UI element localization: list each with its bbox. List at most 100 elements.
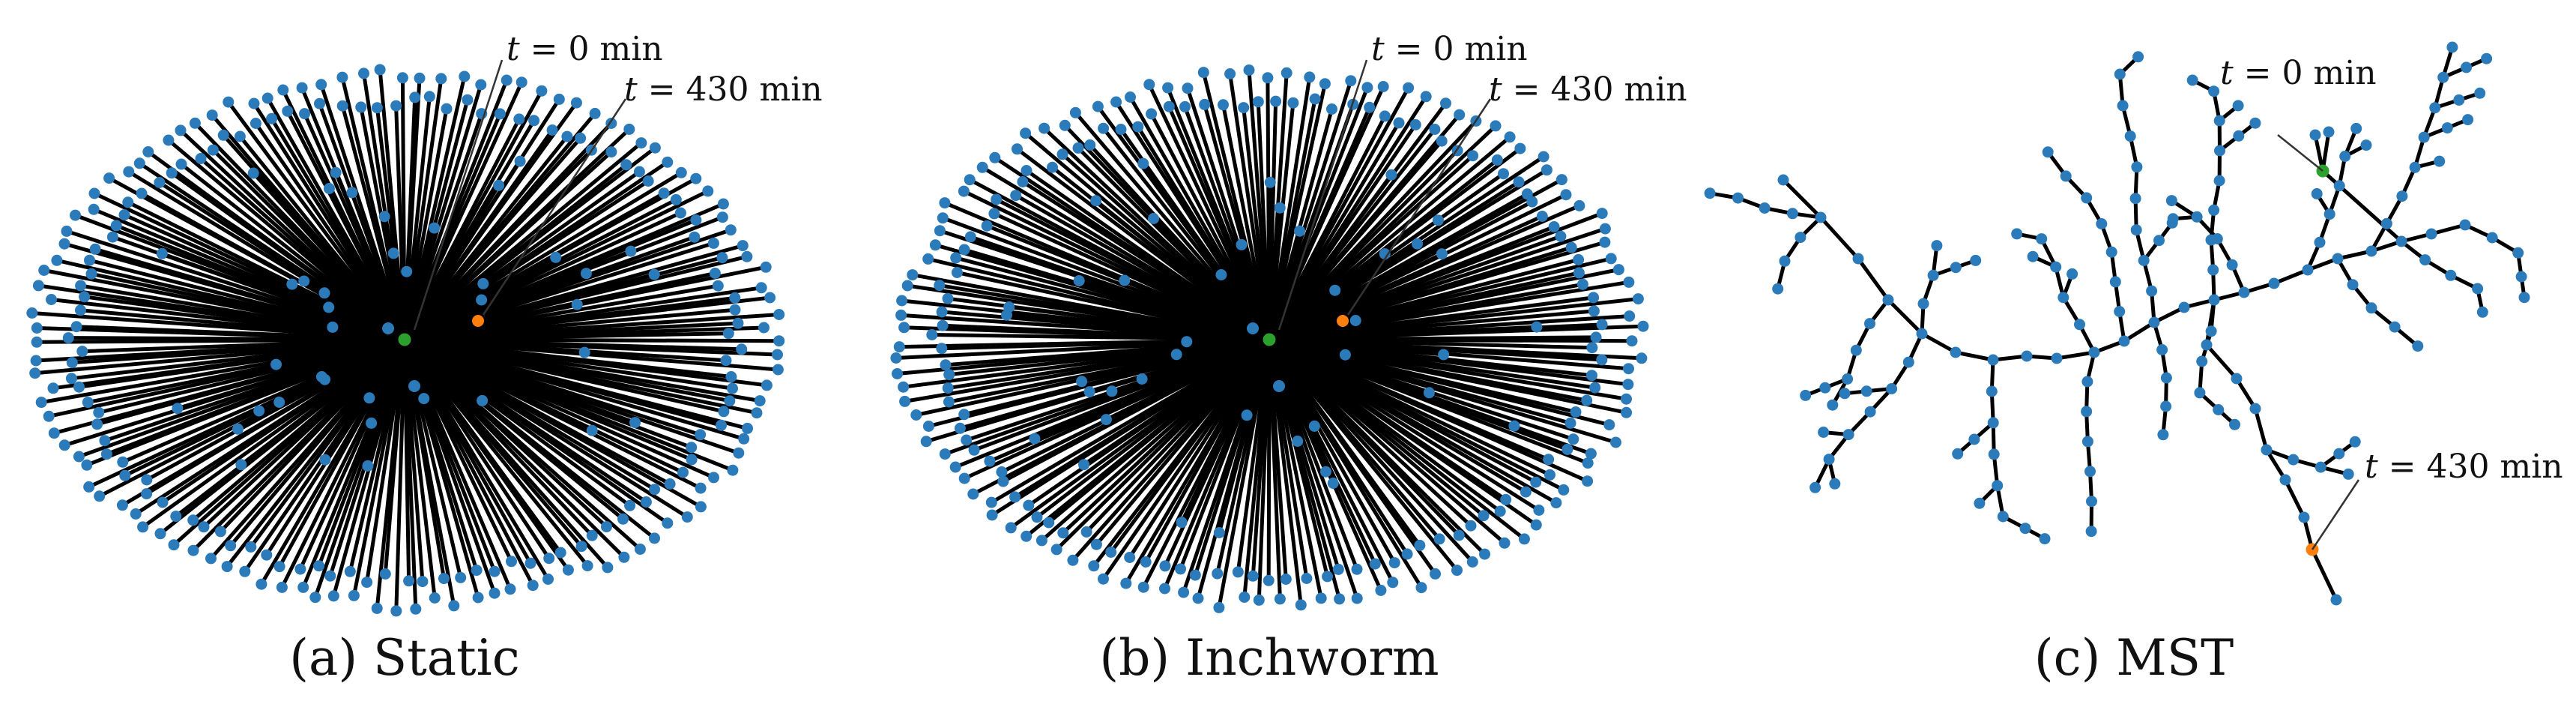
inchworm-node: [1017, 176, 1029, 187]
static-edge: [175, 337, 407, 411]
inchworm-node: [1090, 195, 1102, 207]
static-node: [755, 282, 767, 294]
static-node: [772, 364, 784, 376]
static-node: [266, 112, 278, 124]
static-node: [727, 464, 739, 476]
static-node: [35, 397, 47, 409]
static-node: [76, 346, 88, 358]
inchworm-node: [1056, 148, 1068, 160]
static-node: [154, 528, 166, 540]
inchworm-node: [1349, 315, 1361, 326]
mst-node: [2156, 344, 2168, 355]
inchworm-edge: [1267, 337, 1282, 601]
static-node: [527, 580, 539, 592]
inchworm-node: [942, 292, 954, 304]
mst-node: [2462, 114, 2474, 126]
static-node: [366, 417, 378, 429]
inchworm-node: [1189, 569, 1201, 581]
inchworm-node: [1315, 592, 1327, 604]
mst-node: [1800, 389, 1812, 401]
mst-node: [2058, 292, 2069, 304]
static-node: [718, 406, 730, 418]
leader-end-static: [482, 98, 627, 316]
mst-node: [2474, 87, 2486, 99]
inchworm-node: [1438, 349, 1450, 361]
mst-node: [1852, 253, 1864, 265]
inchworm-node: [1565, 241, 1577, 253]
static-node: [319, 454, 331, 466]
static-node: [561, 130, 573, 142]
inchworm-edge: [1092, 337, 1272, 568]
inchworm-node: [1364, 101, 1376, 113]
inchworm-edge: [1267, 337, 1446, 357]
inchworm-node: [1623, 276, 1635, 288]
inchworm-node: [1467, 150, 1479, 162]
annotation-start-static: t = 0 min: [507, 30, 663, 68]
static-edge: [133, 337, 407, 516]
inchworm-node: [1561, 443, 1573, 455]
inchworm-edge: [1267, 337, 1300, 443]
inchworm-node: [1125, 91, 1136, 103]
static-node: [640, 496, 652, 508]
inchworm-node: [1334, 593, 1346, 605]
static-node: [261, 549, 273, 561]
inchworm-node: [1178, 586, 1190, 598]
annotation-start-inchworm: t = 0 min: [1371, 30, 1528, 68]
inchworm-node: [1162, 82, 1174, 94]
inchworm-node: [1429, 124, 1441, 135]
inchworm-node: [1080, 526, 1092, 538]
mst-node: [1772, 283, 1784, 295]
inchworm-node: [1192, 592, 1204, 604]
mst-node: [1864, 406, 1876, 418]
inchworm-node: [1543, 454, 1555, 466]
mst-node: [2515, 271, 2527, 283]
inchworm-node: [1440, 97, 1451, 109]
static-node: [686, 442, 698, 454]
static-node: [695, 482, 707, 494]
mst-node: [2060, 170, 2072, 182]
inchworm-node: [901, 280, 913, 292]
static-node: [514, 155, 526, 167]
static-node: [725, 371, 737, 382]
static-node: [318, 287, 330, 299]
inchworm-node: [1518, 533, 1530, 545]
mst-node: [2314, 236, 2326, 248]
static-node: [348, 589, 360, 601]
static-node: [674, 207, 686, 219]
mst-node: [1704, 187, 1716, 199]
static-node: [88, 203, 100, 215]
static-node: [472, 592, 484, 604]
inchworm-node: [1504, 131, 1516, 143]
mst-node: [2019, 523, 2031, 535]
inchworm-edge: [1267, 82, 1327, 342]
static-node: [629, 417, 641, 429]
static-node: [248, 97, 260, 109]
inchworm-edge: [1217, 337, 1272, 535]
static-node: [681, 511, 693, 523]
static-node: [336, 71, 348, 83]
mst-node: [1819, 382, 1831, 394]
static-edge: [402, 337, 446, 581]
static-node: [702, 185, 714, 197]
static-node: [315, 79, 327, 91]
mst-node: [1886, 383, 1898, 394]
static-edge: [265, 96, 407, 342]
mst-node: [2231, 373, 2243, 385]
inchworm-node: [1281, 67, 1292, 79]
mst-edge: [2429, 223, 2467, 236]
nodes-static: [26, 64, 785, 617]
inchworm-node: [1098, 122, 1110, 134]
edges-static: [30, 67, 781, 613]
annotation-end-mst: t = 430 min: [2365, 448, 2563, 486]
mst-edge: [2335, 249, 2374, 261]
static-node: [401, 265, 413, 277]
static-node: [441, 103, 453, 115]
mst-node: [2081, 376, 2093, 388]
inchworm-node: [1420, 91, 1432, 103]
static-edge: [402, 272, 656, 342]
static-node: [361, 577, 373, 589]
inchworm-node: [1379, 110, 1391, 122]
inchworm-node: [1531, 321, 1543, 333]
static-node: [733, 447, 745, 459]
panel-mst: t = 0 min t = 430 min (c) MST: [1704, 41, 2563, 687]
